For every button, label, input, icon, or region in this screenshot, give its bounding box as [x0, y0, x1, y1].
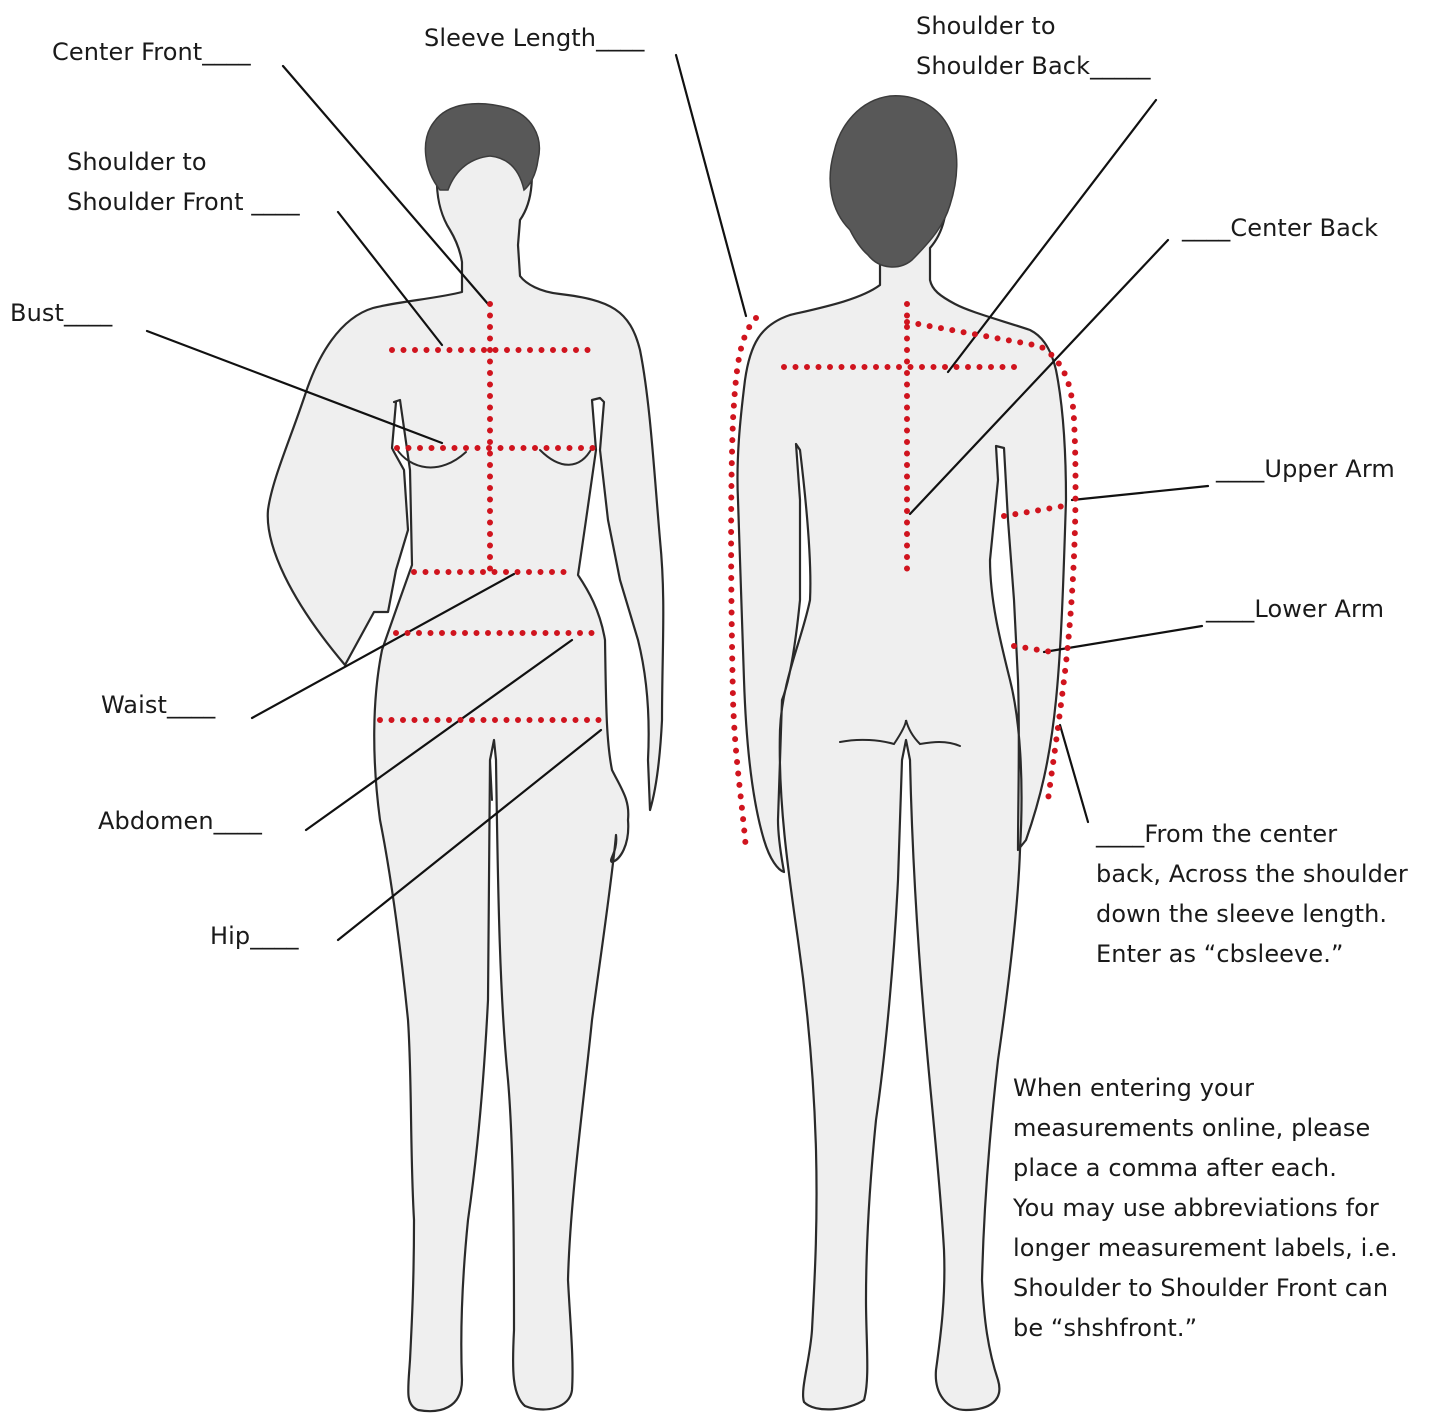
front-figure — [268, 104, 664, 1412]
leader-cbsleeve — [1060, 725, 1088, 822]
label-hip: Hip____ — [210, 916, 299, 956]
label-shoulder-back: Shoulder to Shoulder Back_____ — [916, 6, 1151, 86]
label-sleeve-length: Sleeve Length____ — [424, 18, 645, 58]
instructions-note: When entering your measurements online, … — [1013, 1068, 1398, 1348]
front-body-outline — [268, 122, 664, 1411]
leader-sleeve-length — [676, 55, 746, 316]
label-abdomen: Abdomen____ — [98, 801, 262, 841]
back-hair — [830, 96, 957, 267]
label-shoulder-front: Shoulder to Shoulder Front ____ — [67, 142, 300, 222]
label-lower-arm: ____Lower Arm — [1206, 589, 1384, 629]
leader-shoulder-back — [948, 100, 1156, 372]
label-upper-arm: ____Upper Arm — [1216, 449, 1395, 489]
label-bust: Bust____ — [10, 293, 112, 333]
label-center-back: ____Center Back — [1182, 208, 1378, 248]
label-cbsleeve: ____From the center back, Across the sho… — [1096, 814, 1408, 974]
leader-upper-arm — [1072, 486, 1208, 500]
label-waist: Waist____ — [101, 685, 215, 725]
label-center-front: Center Front____ — [52, 32, 251, 72]
